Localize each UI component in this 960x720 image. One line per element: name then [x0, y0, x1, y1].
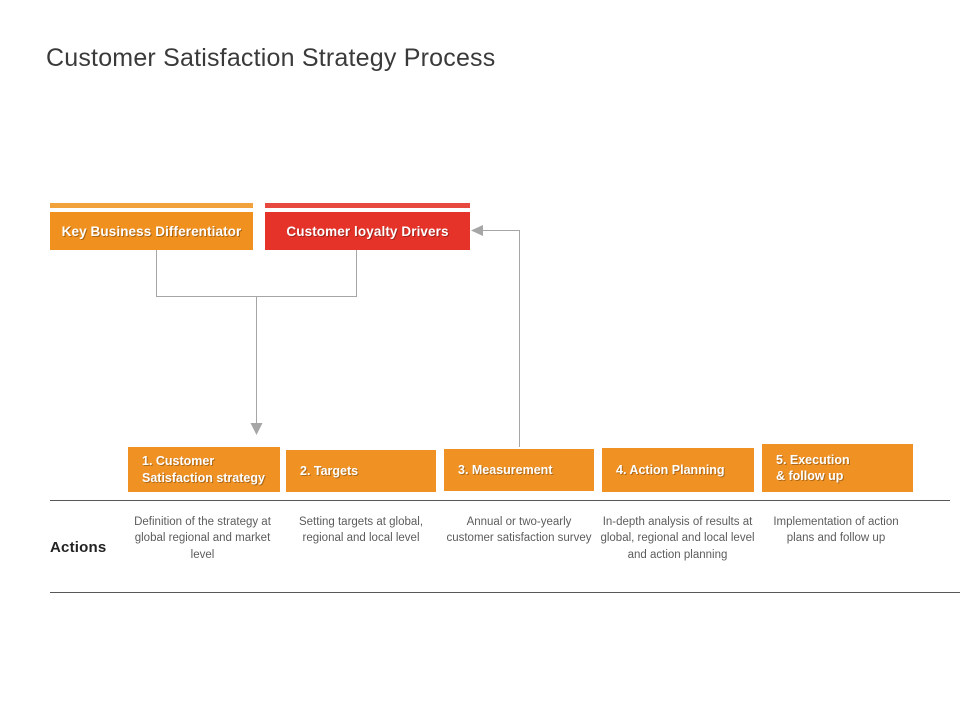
- action-text-2: Setting targets at global, regional and …: [298, 516, 424, 545]
- actions-row-label: Actions: [50, 539, 107, 556]
- driver-label: Customer loyalty Drivers: [286, 223, 449, 239]
- driver-bracket-path: [156, 250, 357, 297]
- step-box-1-customer-satisfaction-strategy[interactable]: 1. Customer Satisfaction strategy: [128, 447, 280, 492]
- action-text-4: In-depth analysis of results at global, …: [600, 516, 755, 561]
- step-box-3-measurement[interactable]: 3. Measurement: [444, 449, 594, 491]
- actions-divider-bottom: [50, 592, 960, 593]
- step-box-5-execution-follow-up[interactable]: 5. Execution & follow up: [762, 444, 913, 492]
- arrowhead-down-icon: [250, 423, 263, 435]
- driver-accent-bar: [265, 203, 470, 208]
- step-box-4-action-planning[interactable]: 4. Action Planning: [602, 448, 754, 492]
- driver-box-key-business-differentiator[interactable]: Key Business Differentiator: [50, 203, 253, 250]
- feedback-loop-path: [483, 230, 520, 447]
- action-text-3: Annual or two-yearly customer satisfacti…: [446, 516, 592, 545]
- page-title: Customer Satisfaction Strategy Process: [46, 44, 496, 72]
- step-label: 5. Execution & follow up: [776, 452, 850, 484]
- arrowhead-left-icon: [471, 225, 483, 236]
- actions-divider-top: [50, 500, 950, 501]
- step-box-2-targets[interactable]: 2. Targets: [286, 450, 436, 492]
- action-text-1: Definition of the strategy at global reg…: [134, 516, 271, 561]
- step-label: 2. Targets: [300, 463, 359, 478]
- driver-label: Key Business Differentiator: [61, 223, 242, 239]
- driver-accent-bar: [50, 203, 253, 208]
- step-label: 4. Action Planning: [616, 462, 725, 477]
- action-text-5: Implementation of action plans and follo…: [773, 516, 899, 545]
- step-label: 3. Measurement: [458, 462, 553, 477]
- driver-body: Customer loyalty Drivers: [265, 212, 470, 250]
- driver-box-customer-loyalty-drivers[interactable]: Customer loyalty Drivers: [265, 203, 470, 250]
- driver-body: Key Business Differentiator: [50, 212, 253, 250]
- step-label: 1. Customer Satisfaction strategy: [142, 454, 265, 485]
